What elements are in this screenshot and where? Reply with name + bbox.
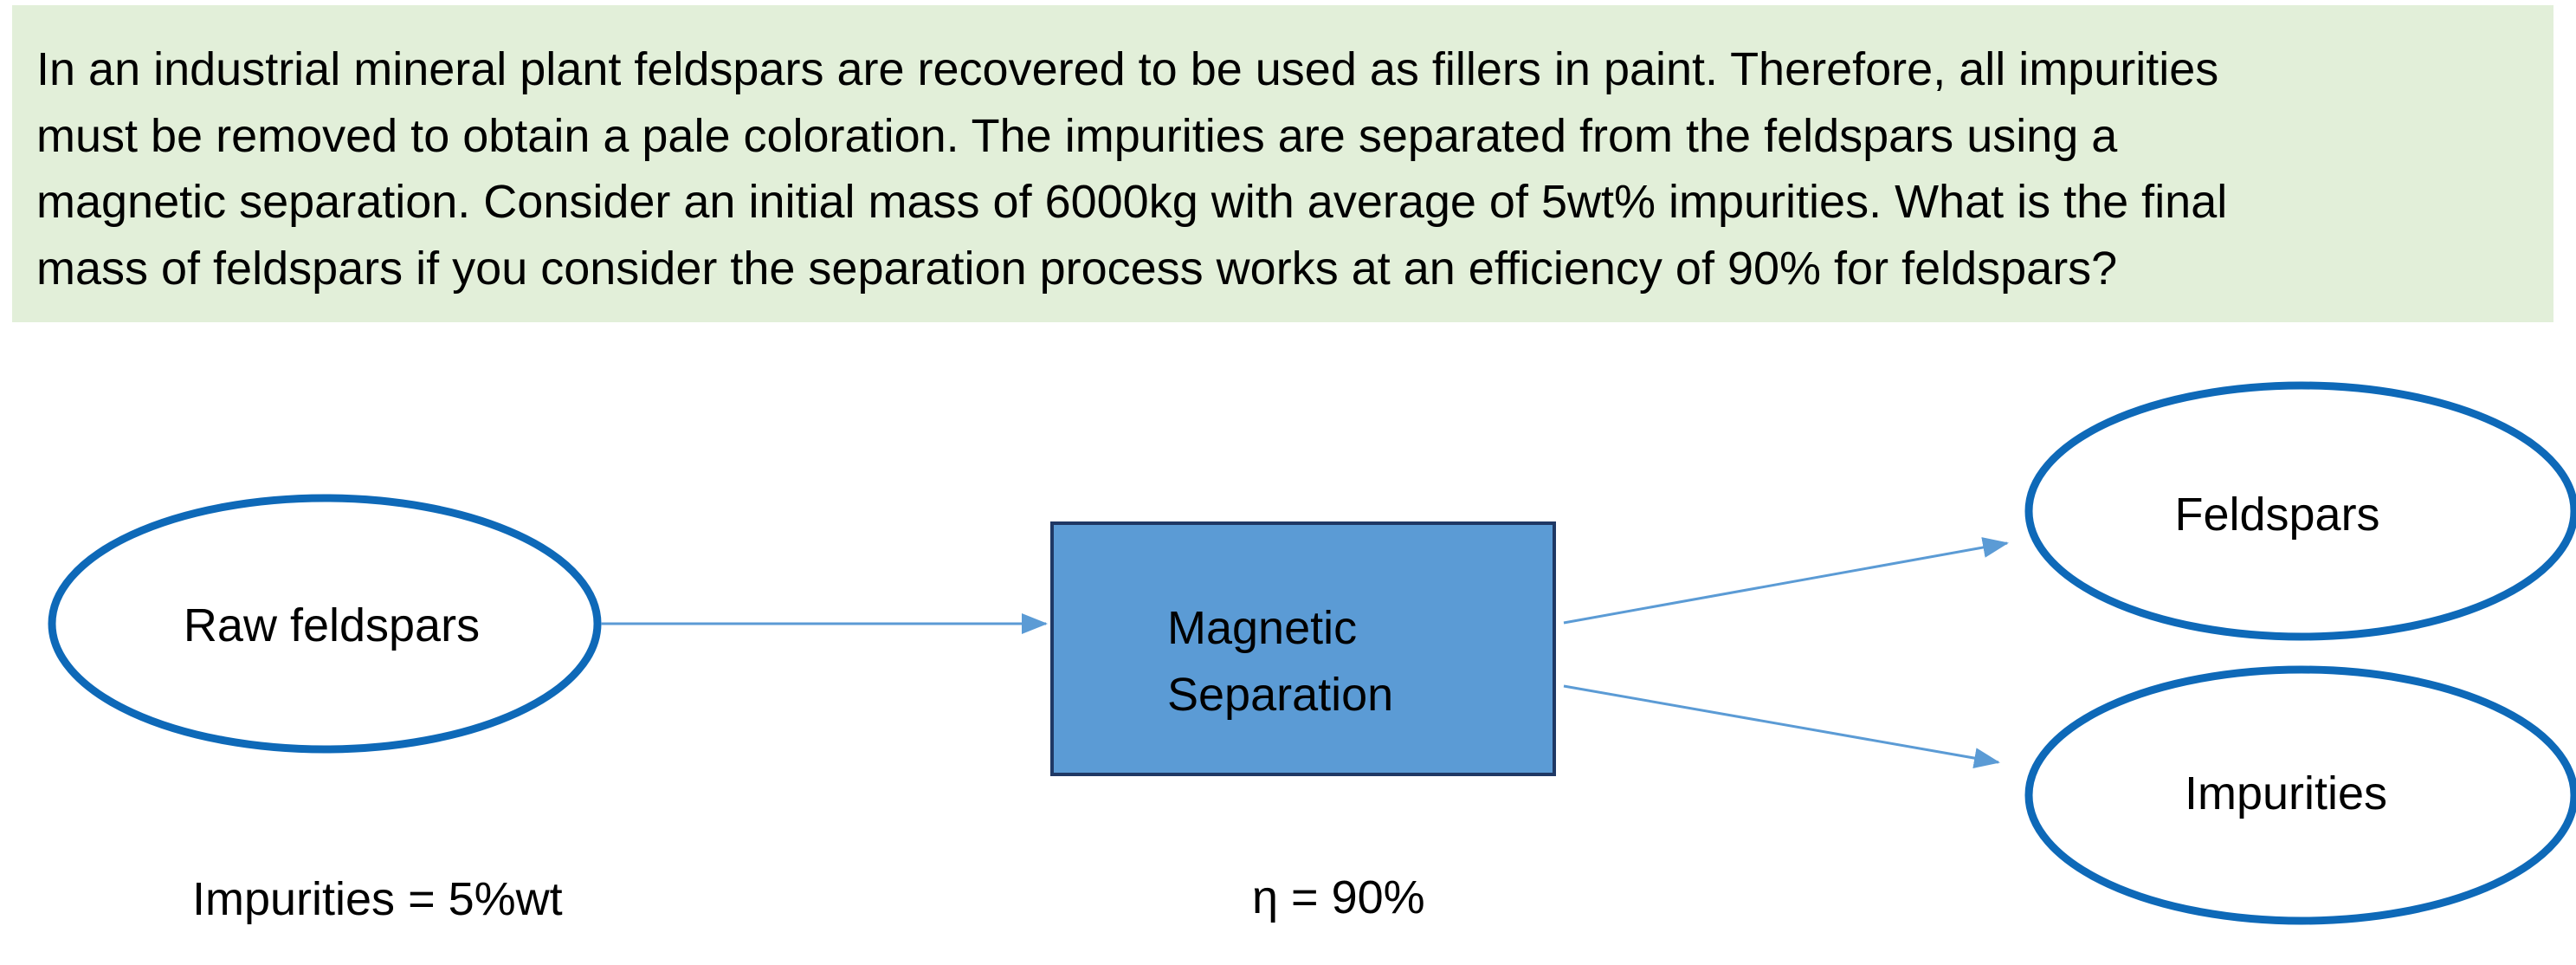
efficiency-note: η = 90% — [1252, 871, 1425, 923]
magnetic-separation-label-line1: Magnetic — [1167, 602, 1357, 654]
problem-line-4: mass of feldspars if you consider the se… — [36, 242, 2118, 295]
arrow-process-to-feldspars — [1563, 537, 2009, 625]
magnetic-separation-node: Magnetic Separation — [1050, 521, 1556, 776]
magnetic-separation-label-line2: Separation — [1167, 669, 1393, 721]
feldspars-ellipse — [2024, 381, 2576, 641]
impurities-node: Impurities — [2024, 665, 2576, 925]
raw-feldspars-label: Raw feldspars — [184, 599, 480, 651]
raw-feldspars-node: Raw feldspars — [48, 494, 602, 754]
problem-line-2: must be removed to obtain a pale colorat… — [36, 109, 2118, 162]
feldspars-node: Feldspars — [2024, 381, 2576, 641]
magnetic-separation-box — [1050, 521, 1556, 776]
problem-statement-box: In an industrial mineral plant feldspars… — [12, 5, 2553, 322]
raw-feldspars-ellipse — [48, 494, 602, 754]
impurities-ellipse — [2024, 665, 2576, 925]
problem-line-1: In an industrial mineral plant feldspars… — [36, 43, 2219, 95]
impurities-percentage-note: Impurities = 5%wt — [192, 873, 563, 925]
arrow-process-to-impurities — [1563, 684, 2000, 768]
feldspars-label: Feldspars — [2174, 489, 2379, 541]
problem-line-3: magnetic separation. Consider an initial… — [36, 176, 2228, 228]
impurities-label: Impurities — [2185, 767, 2387, 819]
problem-statement: In an industrial mineral plant feldspars… — [36, 36, 2529, 301]
